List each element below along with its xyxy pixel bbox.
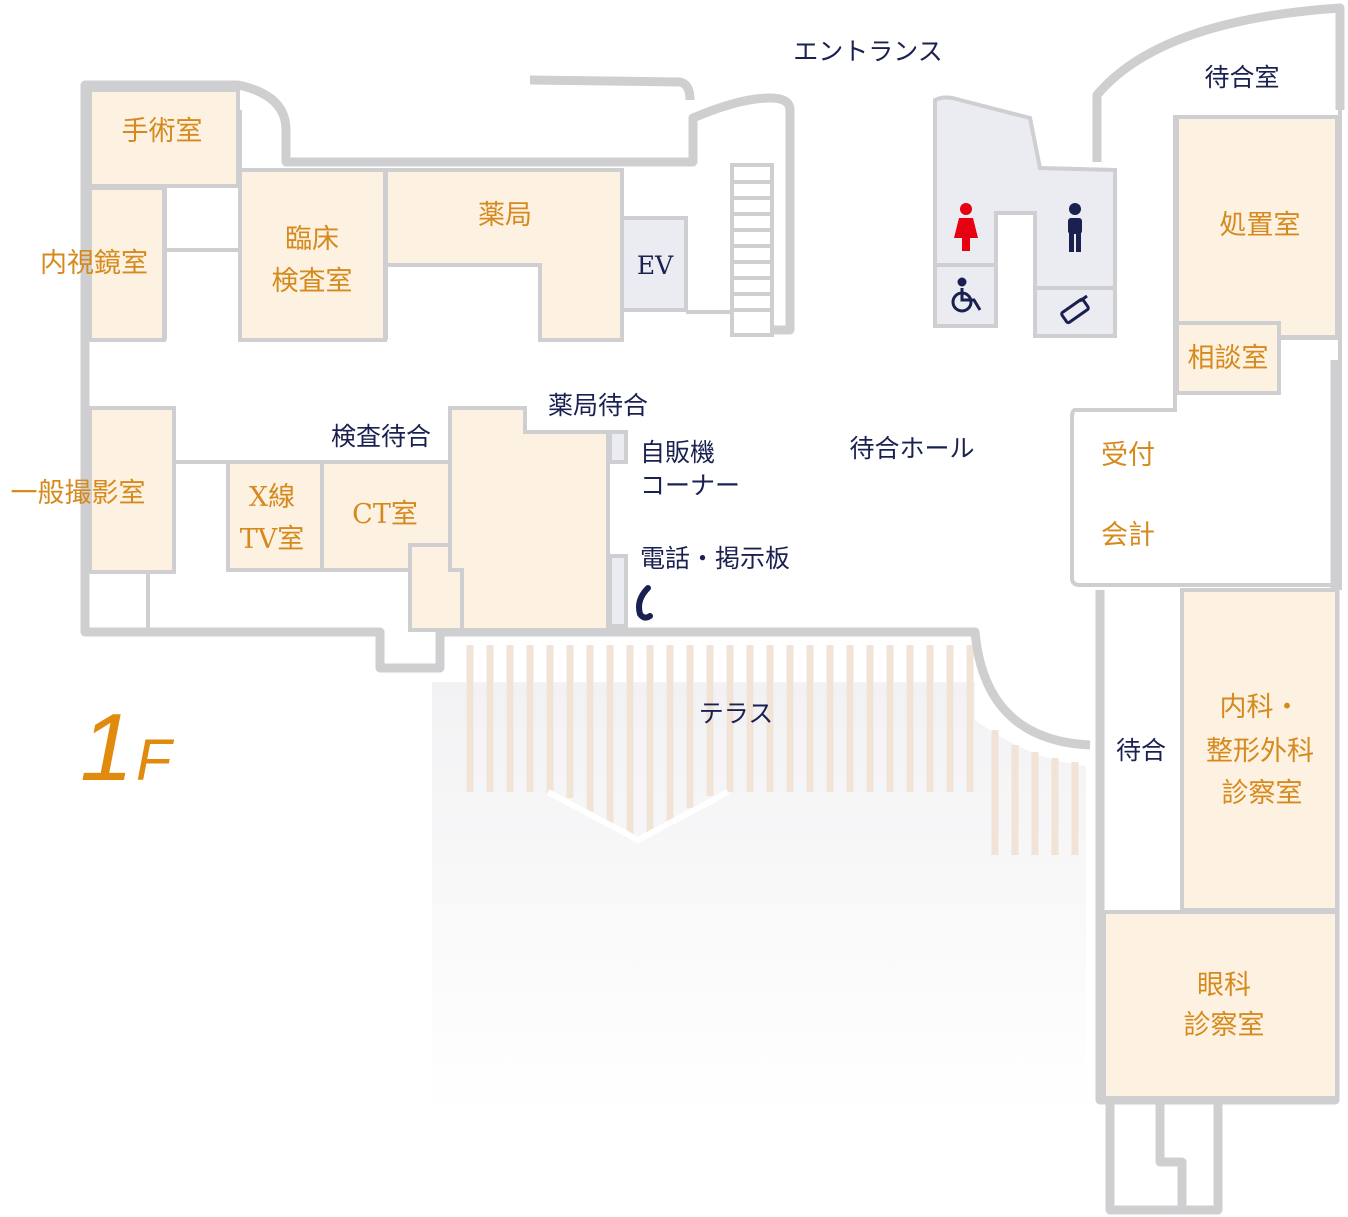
general-xray-room xyxy=(88,406,176,574)
gray-areas xyxy=(608,95,1117,628)
pharmacy-waiting-block xyxy=(448,406,610,632)
general-xray-label: 一般撮影室 xyxy=(11,478,146,509)
vending-label-1: 自販機 xyxy=(640,438,715,467)
ophthalmology-room xyxy=(1102,910,1339,1100)
clinical-lab-label-2: 検査室 xyxy=(272,266,353,297)
waiting-hall-label: 待合ホール xyxy=(849,434,974,463)
terrace-area xyxy=(432,645,1086,1115)
pharmacy-waiting-label: 薬局待合 xyxy=(548,391,648,420)
surgery-label: 手術室 xyxy=(122,116,203,147)
internal-medicine-label-1: 内科・ xyxy=(1220,692,1301,723)
clinical-lab-room xyxy=(238,168,387,342)
pharmacy-label: 薬局 xyxy=(478,200,532,231)
accounting-label: 会計 xyxy=(1101,520,1155,551)
baby-bottle-icon xyxy=(1060,294,1090,325)
consultation-room xyxy=(1175,321,1281,395)
internal-medicine-room xyxy=(1180,588,1339,912)
consultation-label: 相談室 xyxy=(1188,343,1269,374)
treatment-label: 処置室 xyxy=(1220,210,1301,241)
rooms xyxy=(88,88,1339,1100)
xray-tv-room xyxy=(226,460,324,572)
female-restroom-icon xyxy=(954,203,978,251)
exam-waiting-label: 検査待合 xyxy=(331,422,431,451)
endoscopy-room xyxy=(88,186,166,342)
floor-suffix: F xyxy=(136,728,175,793)
elevator-label: EV xyxy=(637,251,674,280)
ct-label: CT室 xyxy=(352,499,418,530)
clinical-lab-label-1: 臨床 xyxy=(285,224,339,255)
internal-medicine-label-2: 整形外科 xyxy=(1206,736,1314,767)
elevator xyxy=(620,216,688,312)
reception-label: 受付 xyxy=(1101,440,1155,471)
treatment-room xyxy=(1175,115,1339,339)
vending-label-2: コーナー xyxy=(640,471,740,500)
waiting-room-label: 待合室 xyxy=(1204,63,1279,92)
ophthalmology-label-2: 診察室 xyxy=(1184,1010,1265,1041)
phone-board-label: 電話・掲示板 xyxy=(640,544,790,573)
wheelchair-restroom-icon xyxy=(951,277,982,313)
endoscopy-label: 内視鏡室 xyxy=(40,248,148,279)
male-restroom-icon xyxy=(1068,203,1082,252)
terrace-label: テラス xyxy=(699,699,774,728)
floor-indicator: 1 F xyxy=(80,694,175,801)
waiting-small-label: 待合 xyxy=(1116,736,1166,765)
small-room xyxy=(408,543,464,632)
floor-number: 1 xyxy=(80,694,133,801)
restroom-block xyxy=(933,95,1117,338)
pharmacy-room xyxy=(384,168,624,342)
stairs xyxy=(730,163,774,337)
internal-medicine-label-3: 診察室 xyxy=(1222,778,1303,809)
entrance-label: エントランス xyxy=(793,37,943,66)
xray-tv-label-2: TV室 xyxy=(240,524,305,555)
ophthalmology-label-1: 眼科 xyxy=(1197,970,1251,1001)
telephone-icon xyxy=(636,585,653,621)
surgery-room xyxy=(88,88,240,188)
xray-tv-label-1: X線 xyxy=(249,482,295,513)
